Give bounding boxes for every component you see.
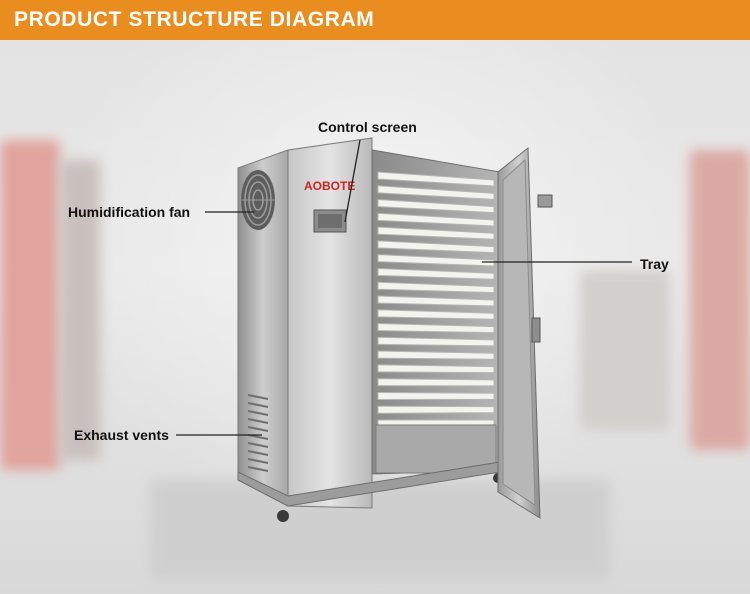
tray [377, 267, 495, 280]
header-banner: PRODUCT STRUCTURE DIAGRAM [0, 0, 750, 40]
callout-control-screen: Control screen [318, 119, 417, 135]
tray [377, 364, 495, 374]
callout-humidification-fan: Humidification fan [68, 204, 191, 220]
cabinet-front-column: AOBOTE [287, 137, 373, 509]
callout-leaders [176, 139, 632, 436]
tray [377, 378, 495, 387]
tray [377, 295, 495, 307]
humidification-fan-grille [241, 170, 275, 230]
tray [377, 323, 495, 334]
tray [377, 391, 495, 400]
tray [377, 281, 495, 294]
caster-wheel-icon [277, 510, 289, 522]
brand-logo: AOBOTE [304, 179, 355, 193]
tray [377, 212, 495, 227]
tray-stack [377, 171, 495, 428]
drying-chamber [371, 149, 501, 475]
tray [377, 185, 495, 200]
tray [377, 309, 495, 320]
tray [377, 226, 495, 240]
cabinet-side-panel [237, 149, 289, 507]
open-door [497, 146, 553, 519]
tray [377, 350, 495, 360]
door-handle [537, 194, 553, 208]
tray [377, 199, 495, 214]
callout-tray: Tray [640, 256, 669, 272]
leader-control-screen [344, 139, 361, 223]
tray [377, 240, 495, 254]
callout-exhaust-vents: Exhaust vents [74, 427, 169, 443]
exhaust-vents [247, 394, 269, 472]
door-latch [531, 317, 541, 343]
tray [377, 405, 495, 414]
tray [377, 254, 495, 267]
tray [377, 336, 495, 347]
page-title: PRODUCT STRUCTURE DIAGRAM [14, 8, 375, 31]
tray [377, 171, 495, 187]
